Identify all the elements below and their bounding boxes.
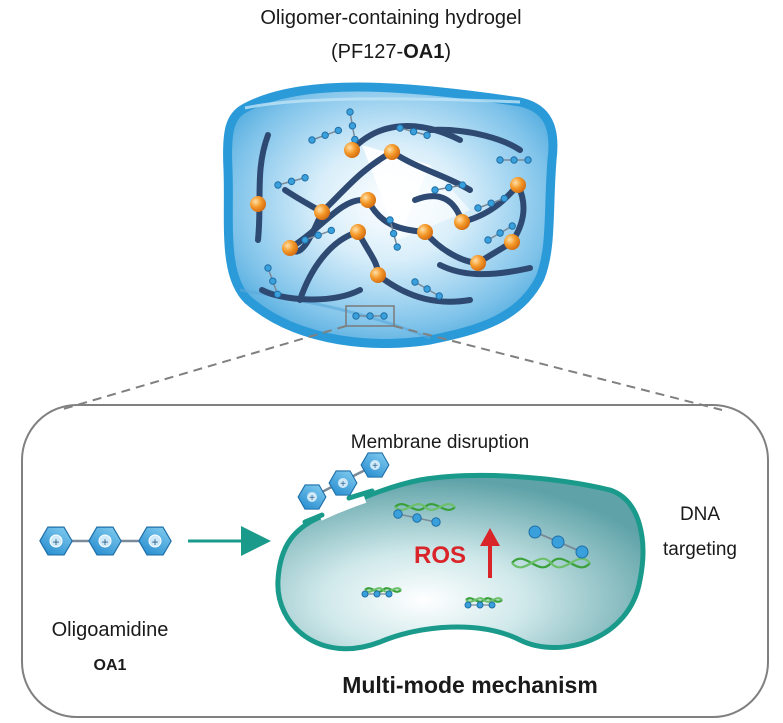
oligoamidine-name: Oligoamidine (52, 619, 169, 641)
charge-plus: + (309, 493, 315, 504)
mini-oligomer (264, 264, 282, 299)
formula-bold: OA1 (403, 41, 444, 63)
bacterial-cell (275, 473, 646, 652)
formula-close: ) (444, 41, 451, 63)
chain (319, 149, 395, 215)
mini-oligomer (386, 216, 401, 251)
crosslink-node (250, 196, 266, 212)
mini-oligomer (411, 278, 443, 300)
mini-oligomer (346, 108, 359, 144)
charge-plus: + (52, 535, 59, 549)
membrane-disruption-label: Membrane disruption (351, 432, 529, 453)
zoom-line-left (59, 325, 347, 411)
crosslink-node (350, 224, 366, 240)
zoom-line-right (393, 325, 723, 411)
cube-oligomers (264, 108, 532, 300)
oligoamidine-structure: + + + (39, 526, 172, 556)
dna-label-line2: targeting (663, 539, 737, 560)
hexagon-unit: + (88, 526, 122, 556)
zoom-box (345, 305, 395, 327)
chain (427, 126, 523, 153)
cube-highlight (362, 145, 430, 240)
hexagon-unit: + (39, 526, 73, 556)
crosslink-node (510, 177, 526, 193)
crosslink-node (314, 204, 330, 220)
charge-plus: + (151, 535, 158, 549)
crosslink-node (370, 267, 386, 283)
dna-bound-oligomers (361, 509, 589, 609)
mini-oligomer (274, 174, 309, 189)
cube-highlight-2 (398, 165, 470, 240)
dna-helix (465, 597, 503, 603)
crosslink-node (470, 255, 486, 271)
charge-plus: + (101, 535, 108, 549)
hydrogel-cube (223, 82, 558, 348)
crosslink-node (454, 214, 470, 230)
chain (375, 272, 473, 305)
mini-oligomer (484, 222, 516, 244)
chain (437, 262, 533, 278)
crosslink-nodes (250, 142, 526, 283)
zoom-box-oligomer (352, 312, 388, 320)
cell-body (275, 473, 646, 652)
mini-oligomer (496, 156, 532, 164)
chain (255, 132, 271, 243)
membrane-fragment (346, 488, 375, 501)
crosslink-node (360, 192, 376, 208)
charge-plus: + (372, 461, 378, 472)
mini-oligomer (474, 194, 509, 212)
dna-helix (364, 587, 402, 593)
chain (287, 197, 365, 251)
crosslink-node (504, 234, 520, 250)
charge-plus: + (340, 479, 346, 490)
mechanism-panel (21, 404, 769, 718)
dna-label-line1: DNA (680, 504, 720, 525)
hexagon-unit: + (138, 526, 172, 556)
oligoamidine-code: OA1 (94, 657, 127, 674)
ros-label: ROS (414, 542, 466, 569)
hydrogel-title: Oligomer-containing hydrogel (260, 7, 521, 29)
membrane-fragment (302, 512, 325, 525)
mini-oligomer (301, 226, 336, 244)
crosslink-node (344, 142, 360, 158)
dna-oligomer (393, 509, 441, 527)
mini-oligomer (308, 126, 343, 144)
cube-top-edge (244, 97, 521, 110)
mini-oligomer (431, 181, 467, 194)
dna-oligomer (361, 590, 393, 598)
crosslink-node (417, 224, 433, 240)
dna-helix (511, 557, 591, 569)
crosslink-node (282, 240, 298, 256)
dna-oligomer (464, 601, 496, 609)
membrane-oligomer: + + + (297, 452, 390, 510)
dna-strands (364, 503, 591, 603)
hydrogel-formula: (PF127-OA1) (331, 41, 451, 63)
chain (297, 229, 361, 303)
cube-bottom-edge (239, 288, 431, 340)
dna-helix (394, 503, 456, 511)
mechanism-footer: Multi-mode mechanism (342, 672, 598, 698)
mini-oligomer (396, 124, 431, 139)
crosslink-node (384, 144, 400, 160)
chain (259, 287, 363, 303)
dna-oligomer (528, 525, 589, 559)
ros-increase-arrow (480, 528, 500, 578)
formula-open: (PF127- (331, 41, 403, 63)
